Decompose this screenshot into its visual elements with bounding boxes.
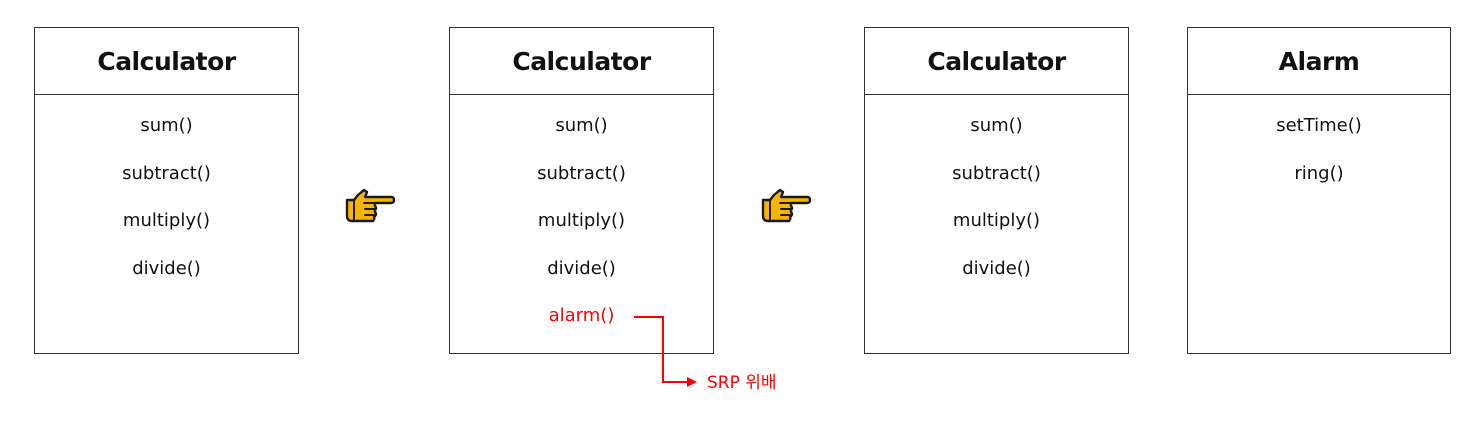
method-subtract: subtract() — [537, 162, 626, 184]
class-title: Alarm — [1188, 28, 1450, 95]
pointing-hand-right-icon — [345, 188, 396, 223]
method-multiply: multiply() — [952, 210, 1041, 231]
method-subtract: subtract() — [122, 162, 211, 184]
srp-violation-label: SRP 위배 — [707, 373, 777, 393]
alarm-class-box: Alarm setTime() ring() — [1187, 27, 1451, 354]
method-divide: divide() — [547, 257, 616, 279]
calculator-class-box-1: Calculator sum() subtract() multiply() d… — [34, 27, 299, 354]
method-ring: ring() — [1294, 162, 1344, 184]
class-title: Calculator — [450, 28, 713, 95]
method-divide: divide() — [132, 257, 201, 279]
method-alarm-violation: alarm() — [548, 305, 615, 326]
method-multiply: multiply() — [537, 210, 626, 231]
class-methods: setTime() ring() — [1188, 95, 1450, 209]
method-sum: sum() — [555, 115, 608, 136]
method-set-time: setTime() — [1276, 115, 1362, 136]
class-methods: sum() subtract() multiply() divide() ala… — [450, 95, 713, 352]
method-multiply: multiply() — [122, 210, 211, 231]
method-sum: sum() — [970, 115, 1023, 136]
calculator-class-box-3: Calculator sum() subtract() multiply() d… — [864, 27, 1129, 354]
method-divide: divide() — [962, 257, 1031, 279]
method-subtract: subtract() — [952, 162, 1041, 184]
pointing-hand-right-icon — [761, 188, 812, 223]
arrow-head-icon — [687, 377, 697, 387]
method-sum: sum() — [140, 115, 193, 136]
class-title: Calculator — [35, 28, 298, 95]
class-title: Calculator — [865, 28, 1128, 95]
class-methods: sum() subtract() multiply() divide() — [865, 95, 1128, 304]
calculator-class-box-2: Calculator sum() subtract() multiply() d… — [449, 27, 714, 354]
class-methods: sum() subtract() multiply() divide() — [35, 95, 298, 304]
